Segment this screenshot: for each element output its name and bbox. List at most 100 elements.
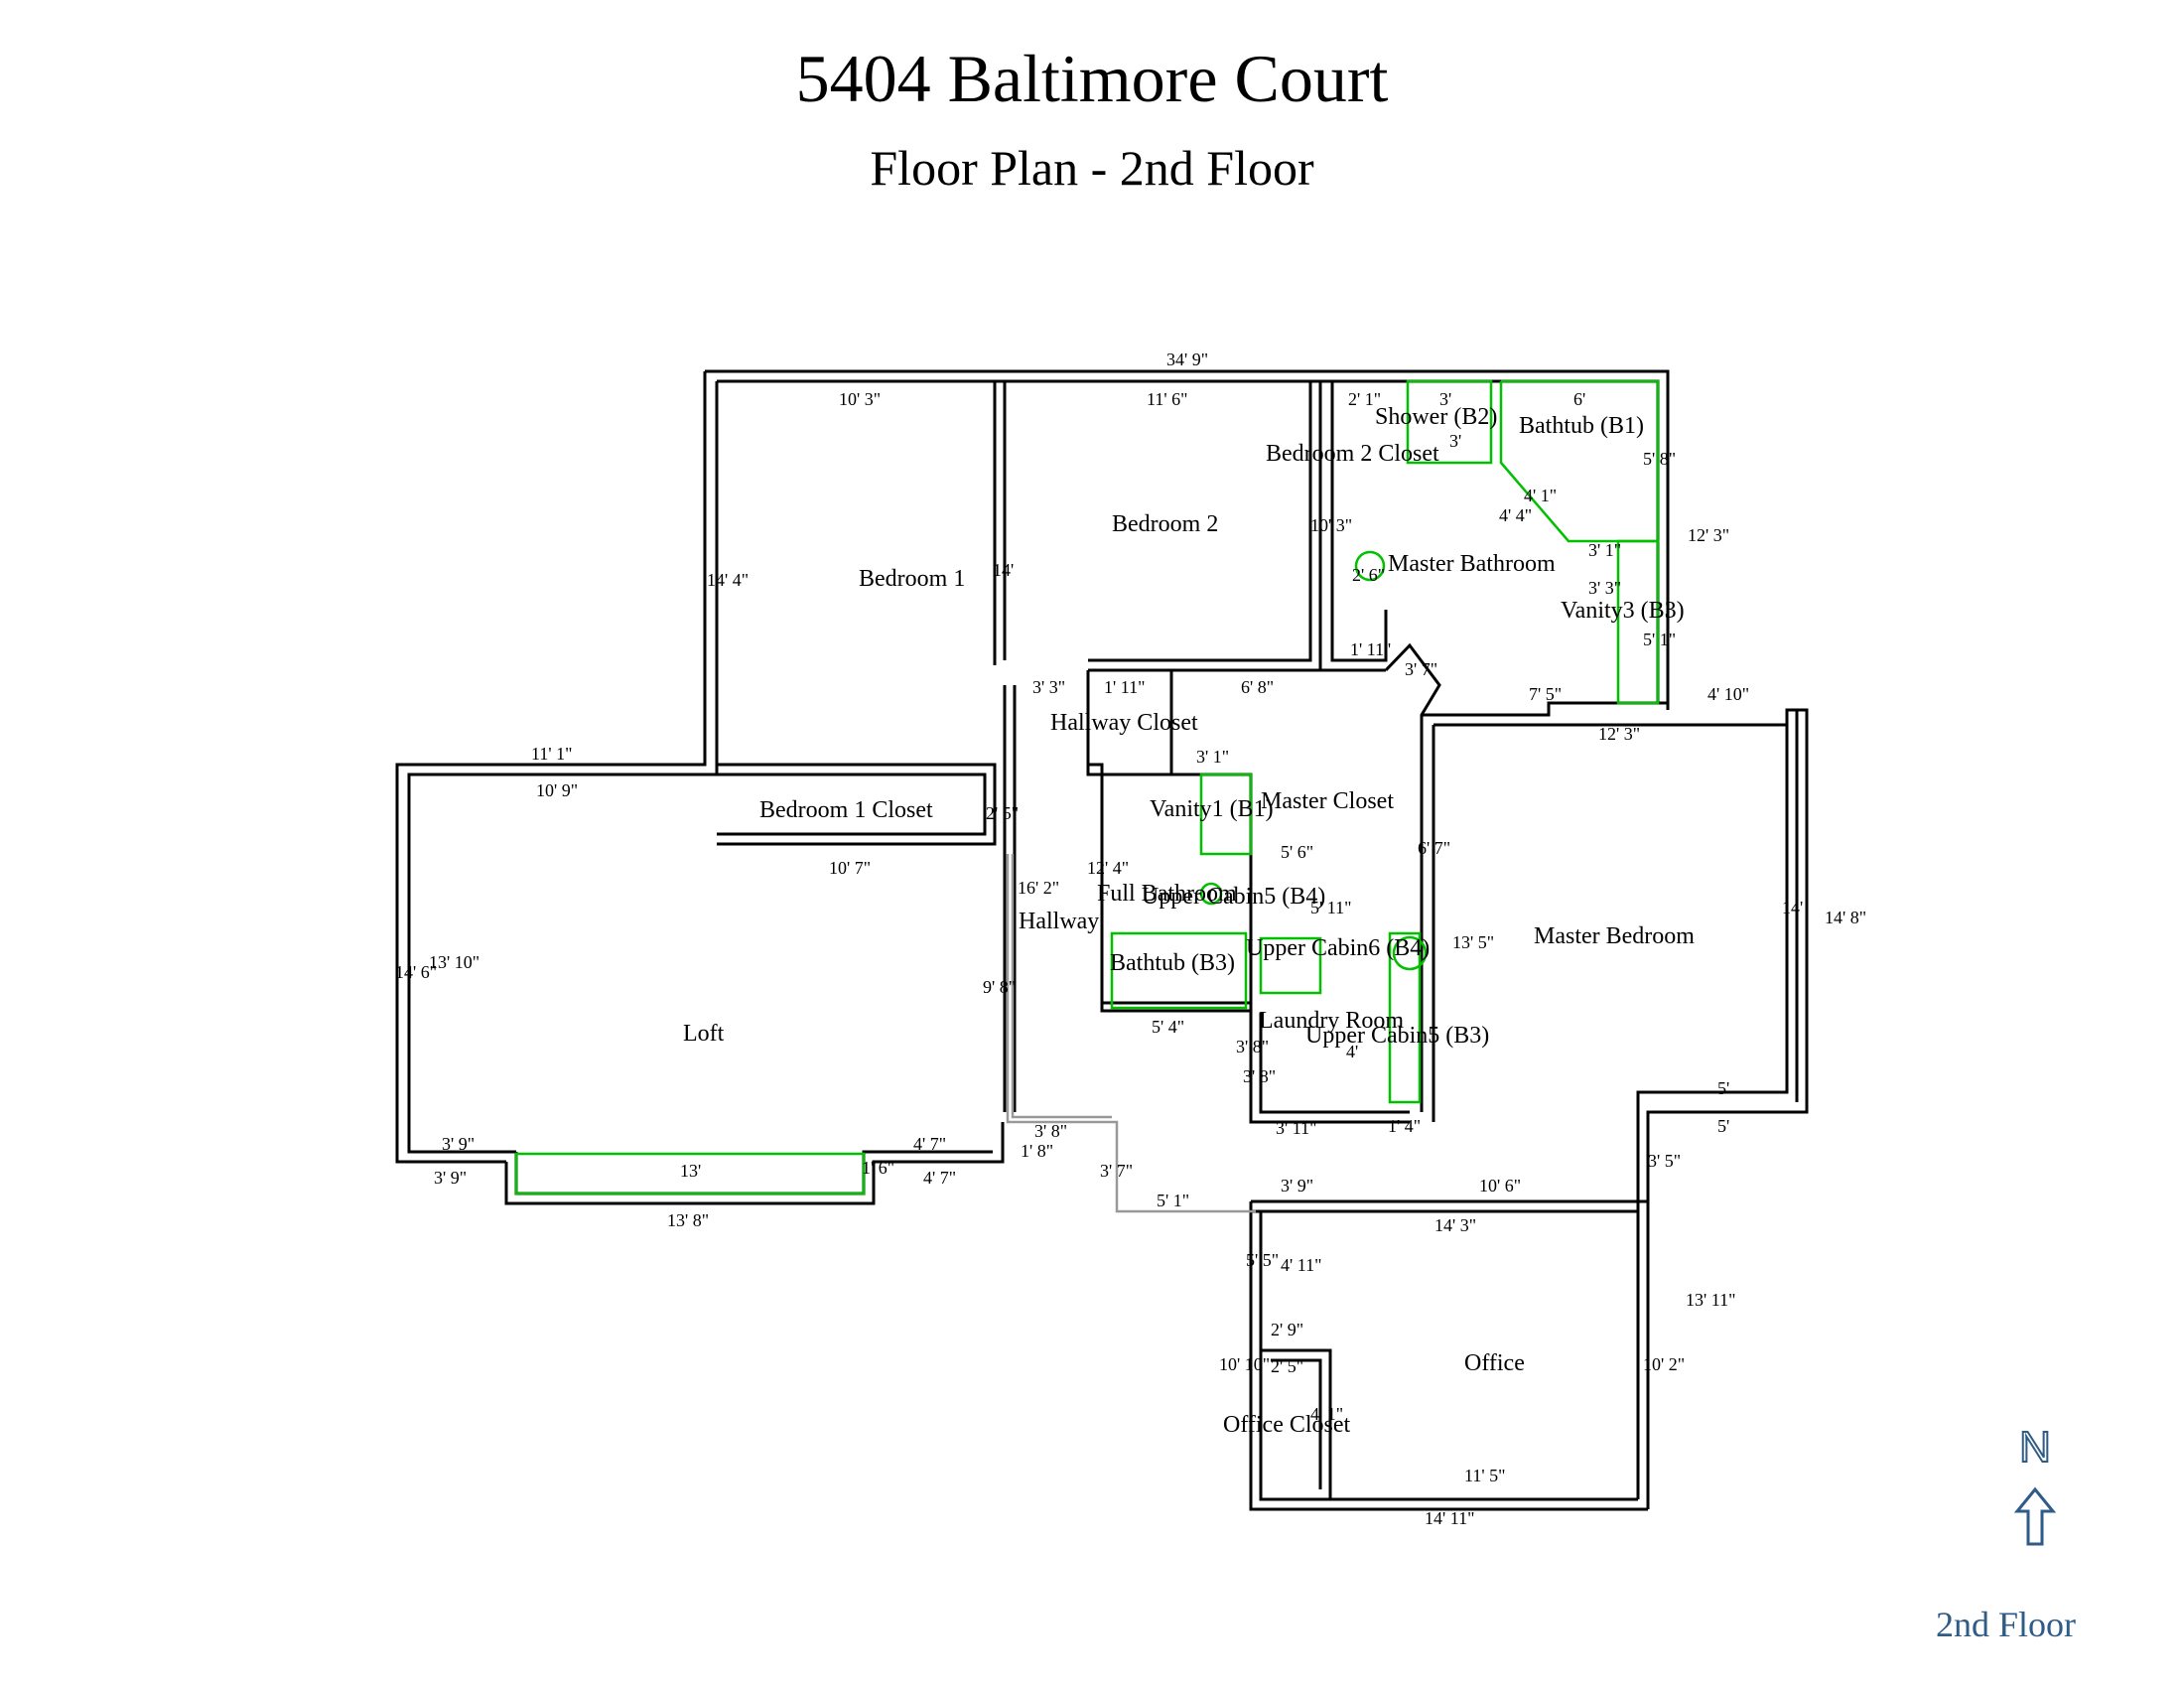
north-compass: N: [2013, 1422, 2057, 1546]
dim-office-bottom: 14' 11": [1425, 1508, 1474, 1528]
dim-vanity-w: 5' 8": [1643, 449, 1676, 469]
dim-small-e: 3' 8": [1236, 1037, 1269, 1056]
dim-hall-closet-a: 3' 3": [1032, 677, 1065, 697]
dim-office-h: 10' 10": [1219, 1354, 1270, 1374]
upper-cabin-b4-label: Upper Cabin5 (B4): [1142, 884, 1325, 910]
north-arrow-icon: [2013, 1486, 2057, 1546]
dim-hall-w: 3' 1": [1196, 747, 1229, 767]
dim-bed2-height: 14': [993, 560, 1014, 580]
dim-mb-left: 13' 5": [1452, 932, 1494, 952]
upper-cabin-b4b-label: Upper Cabin6 (B4): [1246, 935, 1430, 961]
master-bedroom-east-wall: [1646, 708, 1809, 1509]
vanity3-fixture: [1616, 539, 1660, 705]
dim-loft-height: 14' 6": [395, 962, 437, 982]
dim-office-top-l: 3' 9": [1281, 1176, 1313, 1196]
dim-office-h-outer: 13' 11": [1686, 1290, 1735, 1310]
dim-bed2-width: 11' 6": [1147, 389, 1187, 409]
dim-overall-width: 34' 9": [1166, 350, 1208, 369]
bathtub-b3-label: Bathtub (B3): [1110, 950, 1235, 976]
dim-mb-bottom-a: 5': [1717, 1078, 1729, 1098]
dim-bed1-width: 10' 3": [839, 389, 881, 409]
dim-small-g: 4': [1346, 1042, 1358, 1061]
dim-office-inner-h: 10' 2": [1643, 1354, 1685, 1374]
dim-office-top-r: 10' 6": [1479, 1176, 1521, 1196]
stairs: [1006, 854, 1256, 1213]
dim-laundry-h: 3' 8": [1243, 1066, 1276, 1086]
hallway-closet-label: Hallway Closet: [1050, 710, 1198, 736]
laundry-label: Laundry Room: [1259, 1008, 1404, 1034]
dim-bathtub-width: 6': [1573, 389, 1585, 409]
bedroom1-closet-label: Bedroom 1 Closet: [759, 797, 933, 823]
bedroom1-west-wall: [395, 371, 707, 1164]
dim-loft-inner-height: 13' 10": [429, 952, 479, 972]
dim-office-left-a: 5' 5": [1246, 1250, 1279, 1270]
dim-hall-closet-b: 1' 11": [1104, 677, 1145, 697]
dim-bed1-height: 14' 4": [707, 570, 749, 590]
dim-mc-d: 5' 6": [1281, 842, 1313, 862]
dim-mb-door: 7' 5": [1529, 684, 1562, 704]
dim-step-b: 3' 8": [1034, 1121, 1067, 1141]
dim-loft-outer-l: 3' 9": [434, 1168, 467, 1188]
office-closet-label: Office Closet: [1223, 1412, 1351, 1438]
bedroom1-label: Bedroom 1: [859, 566, 965, 592]
vanity3-label: Vanity3 (B3): [1561, 598, 1685, 624]
plan-subtitle: Floor Plan - 2nd Floor: [870, 140, 1314, 196]
dim-small-f: 1' 4": [1388, 1116, 1421, 1136]
dim-office-inner-bottom: 11' 5": [1464, 1466, 1505, 1485]
bathtub-b1-fixture: [1499, 379, 1660, 543]
dim-stair-h: 3' 7": [1100, 1161, 1133, 1181]
dim-small-h: 1' 6": [862, 1158, 894, 1178]
dim-loft-top: 11' 1": [531, 744, 572, 764]
dim-loft-bottom-r: 4' 7": [913, 1134, 946, 1154]
dim-hallway-height: 16' 2": [1018, 878, 1059, 898]
dim-diag-b: 4' 4": [1499, 505, 1532, 525]
bedroom2-closet-label: Bedroom 2 Closet: [1266, 441, 1439, 467]
hallway-label: Hallway: [1019, 909, 1099, 934]
dim-stair-w: 5' 1": [1157, 1191, 1189, 1210]
vanity1-label: Vanity1 (B1): [1150, 796, 1274, 822]
dim-closet2-width: 2' 1": [1348, 389, 1381, 409]
dim-loft-right: 9' 8": [983, 977, 1016, 997]
full-bathroom-label: Full Bathroom: [1097, 881, 1237, 907]
dim-right-height: 12' 3": [1688, 525, 1729, 545]
dim-office-closet-iw: 2' 5": [1271, 1356, 1303, 1376]
dim-bed2-closet-h: 10' 3": [1310, 515, 1352, 535]
dim-mb-bottom-b: 5': [1717, 1116, 1729, 1136]
dim-loft-outer-bottom: 13' 8": [667, 1210, 709, 1230]
dim-loft-bottom-l: 3' 9": [442, 1134, 475, 1154]
dim-mc-h: 6' 7": [1418, 838, 1450, 858]
dim-mb-inner: 14': [1782, 898, 1803, 917]
upper-cabin-b3-label: Upper Cabin5 (B3): [1305, 1023, 1489, 1049]
master-bathroom-label: Master Bathroom: [1388, 551, 1556, 577]
shower-label: Shower (B2): [1375, 404, 1497, 430]
dim-diag-a: 4' 1": [1524, 486, 1557, 505]
dim-small-c: 3' 7": [1405, 659, 1437, 679]
dim-vanity-d: 3' 3": [1588, 578, 1621, 598]
dim-laundry-w: 3' 11": [1276, 1118, 1316, 1138]
compass-letter: N: [2019, 1423, 2051, 1472]
master-bedroom-label: Master Bedroom: [1534, 923, 1695, 949]
dim-loft-outer-r: 4' 7": [923, 1168, 956, 1188]
dim-mb-top-r: 4' 10": [1707, 684, 1749, 704]
dim-step-a: 1' 8": [1021, 1141, 1053, 1161]
dim-small-d: 3' 5": [1648, 1151, 1681, 1171]
dim-window-width: 13': [680, 1161, 701, 1181]
dim-full-bath-h: 12' 4": [1087, 858, 1129, 878]
dim-office-left-b: 4' 11": [1281, 1255, 1321, 1275]
dim-vanity-s: 5' 1": [1643, 630, 1676, 649]
floor-label: 2nd Floor: [1936, 1605, 2077, 1644]
loft-label: Loft: [683, 1021, 725, 1047]
shower-fixture: [1406, 379, 1493, 465]
master-closet-label: Master Closet: [1261, 788, 1394, 814]
bedroom2-label: Bedroom 2: [1112, 511, 1218, 537]
north-wall: [705, 369, 1670, 710]
dim-mb-height: 14' 8": [1825, 908, 1866, 927]
plan-title: 5404 Baltimore Court: [795, 41, 1389, 116]
dim-office-top: 14' 3": [1434, 1215, 1476, 1235]
dim-small-b: 2' 6": [1352, 565, 1385, 585]
dim-full-bath-w: 5' 4": [1152, 1017, 1184, 1037]
dim-closet1-height: 2' 5": [986, 803, 1019, 823]
bathtub-b1-label: Bathtub (B1): [1519, 413, 1644, 439]
dim-office-closet-w: 2' 9": [1271, 1320, 1303, 1339]
